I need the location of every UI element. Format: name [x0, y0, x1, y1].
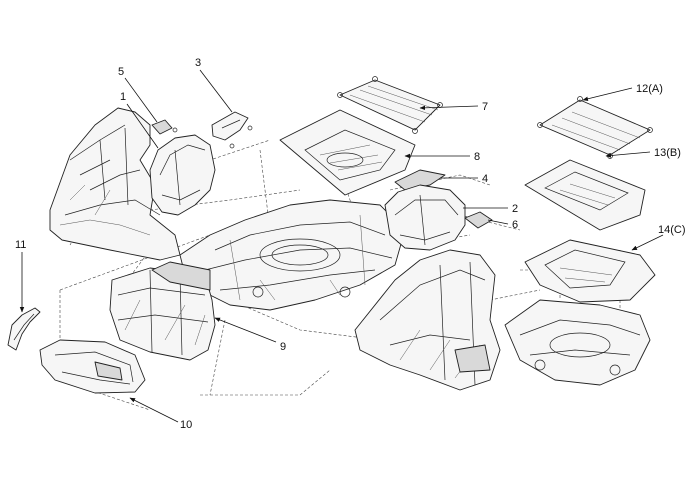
leader-9 [214, 317, 277, 343]
callout-5: 5 [118, 66, 124, 78]
callout-9: 9 [280, 341, 286, 353]
part-14c-tray [524, 239, 656, 303]
part-13b-luggage-board [524, 159, 646, 231]
leader-12 [582, 87, 633, 101]
leader-7 [419, 105, 479, 111]
leader-14 [631, 234, 664, 251]
callout-1: 1 [120, 91, 126, 103]
part-3-brace [211, 111, 253, 149]
leader-1 [126, 103, 159, 149]
callout-10: 10 [180, 419, 192, 431]
callout-2: 2 [512, 203, 518, 215]
callout-8: 8 [474, 151, 480, 163]
rear-floor-panel [179, 199, 406, 311]
part-2-wheelhouse-panel-rh [384, 184, 466, 251]
leader-lines [19, 69, 664, 423]
part-4-bracket [394, 169, 446, 191]
part-5-bracket [151, 119, 178, 135]
part-9-rear-panel [109, 261, 216, 361]
callout-12a: 12(A) [636, 83, 663, 95]
part-7-cargo-net [337, 76, 443, 134]
callout-labels: 1 5 3 7 8 4 2 6 12(A) 13(B) 14(C) 9 11 1… [15, 57, 686, 431]
leader-5 [124, 77, 158, 123]
part-11-side-trim [7, 307, 41, 351]
callout-7: 7 [482, 101, 488, 113]
part-6-bracket [464, 211, 493, 229]
part-12a-cargo-net [537, 96, 653, 159]
right-body-quarter [354, 249, 501, 391]
leader-13 [605, 151, 651, 158]
part-10-luggage-cover [39, 339, 146, 394]
leader-10 [129, 397, 179, 423]
rear-floor-assembly-rh [504, 299, 651, 386]
callout-13b: 13(B) [654, 147, 681, 159]
leader-6 [487, 219, 509, 225]
callout-4: 4 [482, 173, 488, 185]
callout-11: 11 [15, 239, 26, 251]
callout-14c: 14(C) [658, 224, 686, 236]
part-1-wheelhouse-panel [149, 134, 216, 216]
callout-6: 6 [512, 219, 518, 231]
leader-3 [199, 69, 233, 113]
callout-3: 3 [195, 57, 201, 69]
